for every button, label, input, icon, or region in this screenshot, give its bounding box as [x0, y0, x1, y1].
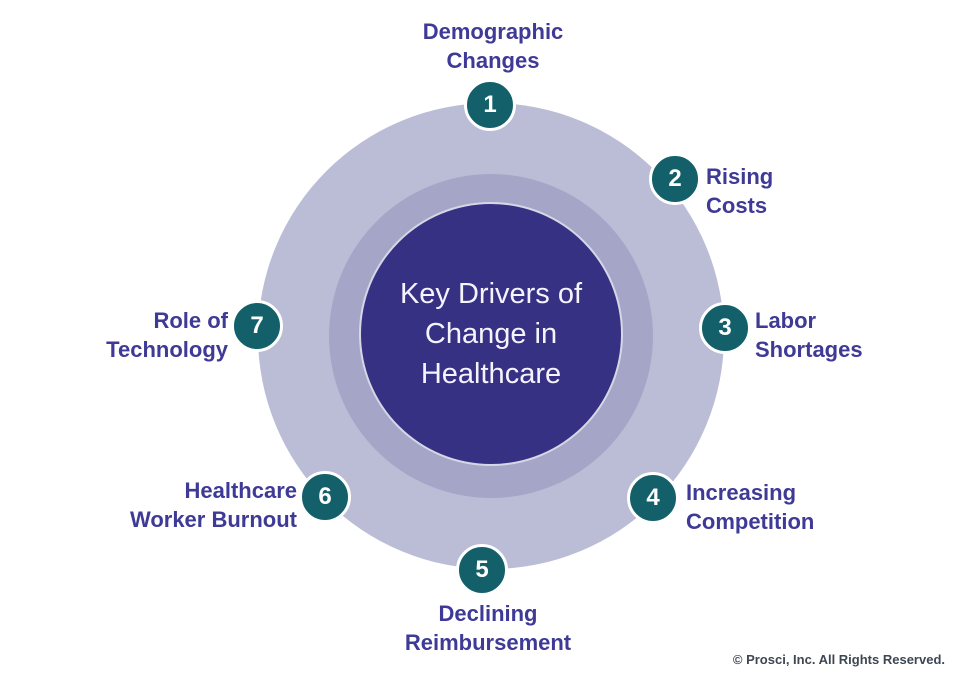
- driver-label-declining-reimbursement: Declining Reimbursement: [404, 601, 572, 655]
- driver-badge-7: 7: [231, 300, 283, 352]
- center-circle: Key Drivers of Change in Healthcare: [361, 204, 621, 464]
- driver-label-role-of-technology: Role of Technology: [106, 308, 228, 362]
- driver-badge-1: 1: [464, 79, 516, 131]
- driver-label-healthcare-worker-burnout: Healthcare Worker Burnout: [129, 478, 297, 532]
- driver-label-increasing-competition: Increasing Competition: [686, 480, 815, 534]
- driver-label-rising-costs: Rising Costs: [706, 164, 774, 218]
- driver-label-labor-shortages: Labor Shortages: [755, 308, 863, 362]
- driver-badge-2: 2: [649, 153, 701, 205]
- driver-badge-5: 5: [456, 544, 508, 596]
- driver-label-demographic-changes: Demographic Changes: [422, 19, 564, 73]
- copyright-notice: © Prosci, Inc. All Rights Reserved.: [732, 652, 945, 667]
- center-title: Key Drivers of Change in Healthcare: [399, 278, 583, 390]
- driver-badge-6: 6: [299, 471, 351, 523]
- driver-badge-3: 3: [699, 302, 751, 354]
- driver-badge-4: 4: [627, 472, 679, 524]
